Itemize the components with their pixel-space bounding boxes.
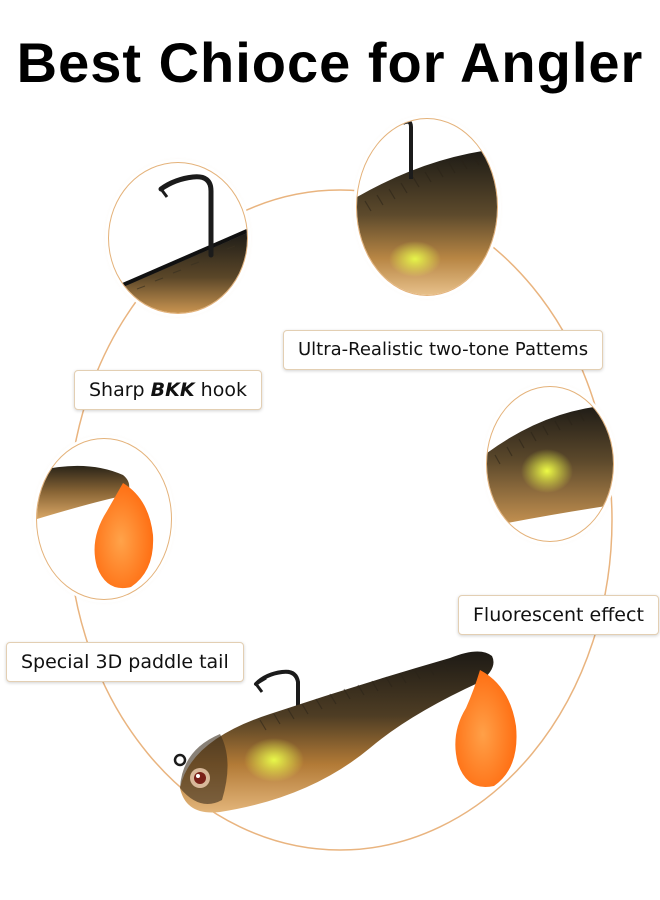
paddle-tail-label: Special 3D paddle tail [6,642,244,682]
hook-label-suffix: hook [194,379,247,401]
swimbait-lure-image [150,630,540,834]
page-title: Best Chioce for Angler [16,31,644,94]
fluorescent-closeup-image [486,386,614,542]
paddle-tail-closeup-image [36,438,172,600]
bkk-hook-label: Sharp BKK hook [74,370,262,410]
hook-brand-text: BKK [150,379,195,401]
pattern-closeup-image [356,118,498,296]
hook-label-prefix: Sharp [89,379,151,401]
pattern-label: Ultra-Realistic two-tone Pattems [283,330,604,370]
fluorescent-label: Fluorescent effect [458,595,659,635]
hook-closeup-image [108,162,248,314]
